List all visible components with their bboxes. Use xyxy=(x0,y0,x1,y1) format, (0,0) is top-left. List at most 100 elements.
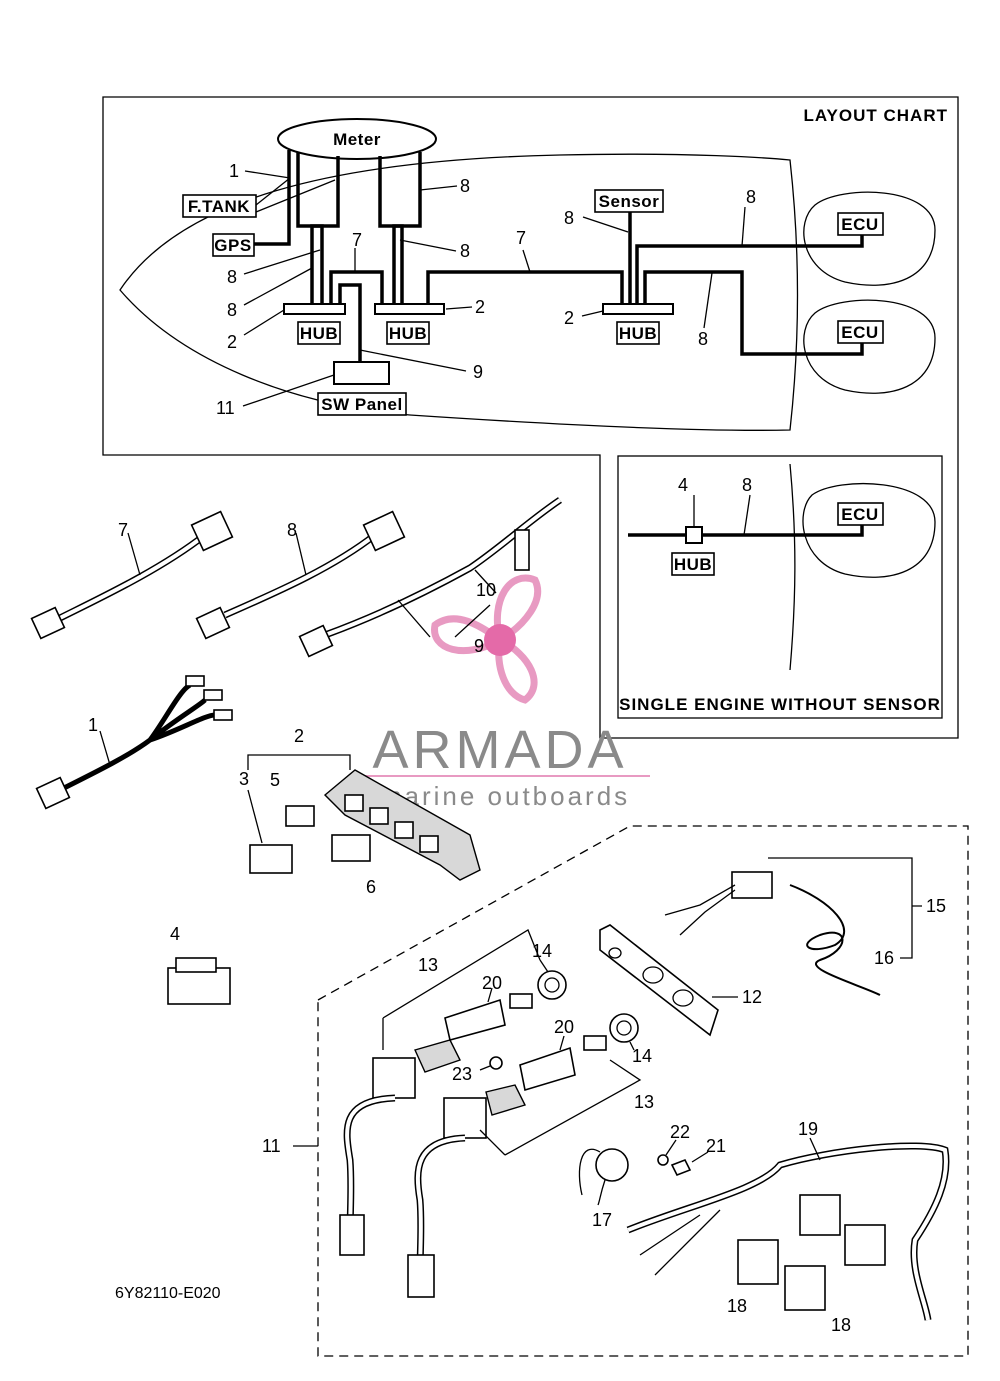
single-engine-inset: 4 8 HUB ECU SINGLE ENGINE WITHOUT SENSOR xyxy=(617,455,943,719)
part-16-lanyard xyxy=(789,884,881,996)
callout-13: 13 xyxy=(418,955,438,975)
inset-ecu-box: ECU xyxy=(837,502,884,526)
part-20-key-lower: 20 xyxy=(519,1017,607,1092)
part-10-bracket xyxy=(514,529,530,571)
layout-chart-panel: LAYOUT CHART Meter xyxy=(102,96,959,739)
callout-22: 22 xyxy=(670,1122,690,1142)
ecu-box-2: ECU xyxy=(837,320,884,344)
callout-11: 11 xyxy=(216,398,235,418)
hub-box-2: HUB xyxy=(386,321,430,345)
watermark-tagline: marine outboards xyxy=(380,781,630,811)
diagram-code: 6Y82110-E020 xyxy=(115,1285,221,1302)
part-12-panel-plate: 12 xyxy=(599,924,762,1037)
part-13-main-switch-upper xyxy=(339,929,541,1256)
part-18-relay-1: 18 xyxy=(727,1239,779,1316)
hub-label-3: HUB xyxy=(619,324,657,343)
hub-bar-1 xyxy=(283,303,346,315)
part-5-cap xyxy=(285,805,315,827)
callout-1: 1 xyxy=(229,161,239,181)
part-2-hub-assembly: 2 5 3 6 xyxy=(239,726,481,897)
callout-18: 18 xyxy=(831,1315,851,1335)
callout-16: 16 xyxy=(874,948,894,968)
part-7-harness: 7 xyxy=(30,510,234,640)
part-22-washer: 22 xyxy=(657,1122,690,1166)
callout-2: 2 xyxy=(475,297,485,317)
propeller-logo xyxy=(431,574,542,704)
part-1-harness: 1 xyxy=(35,675,233,810)
hub-bar-3 xyxy=(602,303,674,315)
part-6-terminator xyxy=(331,834,371,862)
callout-8: 8 xyxy=(227,300,237,320)
hub-box-1: HUB xyxy=(297,321,341,345)
part-3-connector xyxy=(249,844,293,874)
callout-4: 4 xyxy=(678,475,688,495)
callout-8: 8 xyxy=(287,520,297,540)
harness-lines xyxy=(254,150,864,362)
callout-8: 8 xyxy=(698,329,708,349)
inset-hub-label: HUB xyxy=(674,555,712,574)
inset-hub-box: HUB xyxy=(671,552,715,576)
inset-ecu-label: ECU xyxy=(841,505,878,524)
meter-component xyxy=(277,118,437,160)
callout-18: 18 xyxy=(727,1296,747,1316)
callout-9: 9 xyxy=(473,362,483,382)
ecu-label-2: ECU xyxy=(841,323,878,342)
callout-11: 11 xyxy=(262,1136,281,1156)
callout-20: 20 xyxy=(482,973,502,993)
fuel-tank-label: F.TANK xyxy=(188,197,250,216)
ecu-box-1: ECU xyxy=(837,212,884,236)
part-8-harness: 8 xyxy=(195,510,406,640)
part-18-relay-2: 18 xyxy=(784,1265,851,1335)
fuel-tank-box: F.TANK xyxy=(182,194,257,218)
sensor-box: Sensor xyxy=(594,189,664,213)
callout-4: 4 xyxy=(170,924,180,944)
callout-23: 23 xyxy=(452,1064,472,1084)
sw-panel-unit xyxy=(333,361,390,385)
callout-19: 19 xyxy=(798,1119,818,1139)
part-23-nut: 23 xyxy=(452,1056,503,1084)
part-4-connector: 4 xyxy=(167,924,231,1005)
callout-8: 8 xyxy=(460,176,470,196)
callout-7: 7 xyxy=(352,230,362,250)
part-15-stop-switch: 15 16 xyxy=(664,857,946,996)
callout-21: 21 xyxy=(706,1136,726,1156)
callout-8: 8 xyxy=(564,208,574,228)
inset-title: SINGLE ENGINE WITHOUT SENSOR xyxy=(619,695,941,714)
callout-1: 1 xyxy=(88,715,98,735)
part-11-group-outline xyxy=(317,825,969,1357)
sensor-label: Sensor xyxy=(599,192,660,211)
part-20-key-upper: 20 xyxy=(444,973,533,1041)
callout-17: 17 xyxy=(592,1210,612,1230)
layout-callouts: 1 8 8 7 8 8 2 2 7 8 2 8 8 9 11 xyxy=(216,161,756,418)
callout-6: 6 xyxy=(366,877,376,897)
armada-watermark: ARMADA marine outboards xyxy=(360,574,650,811)
part-13-main-switch-lower xyxy=(407,1059,642,1298)
callout-13: 13 xyxy=(634,1092,654,1112)
callout-8: 8 xyxy=(460,241,470,261)
hub-box-3: HUB xyxy=(616,321,660,345)
layout-chart-title: LAYOUT CHART xyxy=(803,106,948,125)
gps-box: GPS xyxy=(212,233,255,257)
part-9-10-harness: 10 9 xyxy=(298,497,562,658)
ecu-label-1: ECU xyxy=(841,215,878,234)
callout-14: 14 xyxy=(532,941,552,961)
callout-8: 8 xyxy=(742,475,752,495)
callout-8: 8 xyxy=(746,187,756,207)
callout-7: 7 xyxy=(516,228,526,248)
callout-15: 15 xyxy=(926,896,946,916)
callout-10: 10 xyxy=(476,580,496,600)
callout-2: 2 xyxy=(564,308,574,328)
engine-outline-2 xyxy=(803,299,936,394)
part-14-grommet-upper: 14 xyxy=(532,941,567,1000)
part-14-grommet-lower: 14 xyxy=(609,1013,652,1066)
part-19-harness: 19 xyxy=(626,1119,950,1321)
layout-leader-lines xyxy=(242,170,746,407)
part-17-buzzer: 17 xyxy=(578,1148,629,1230)
callout-2: 2 xyxy=(227,332,237,352)
hub-bar-2 xyxy=(374,303,445,315)
engine-outline-1 xyxy=(803,191,936,286)
callout-5: 5 xyxy=(270,770,280,790)
part-21-screw: 21 xyxy=(670,1136,726,1177)
callout-7: 7 xyxy=(118,520,128,540)
